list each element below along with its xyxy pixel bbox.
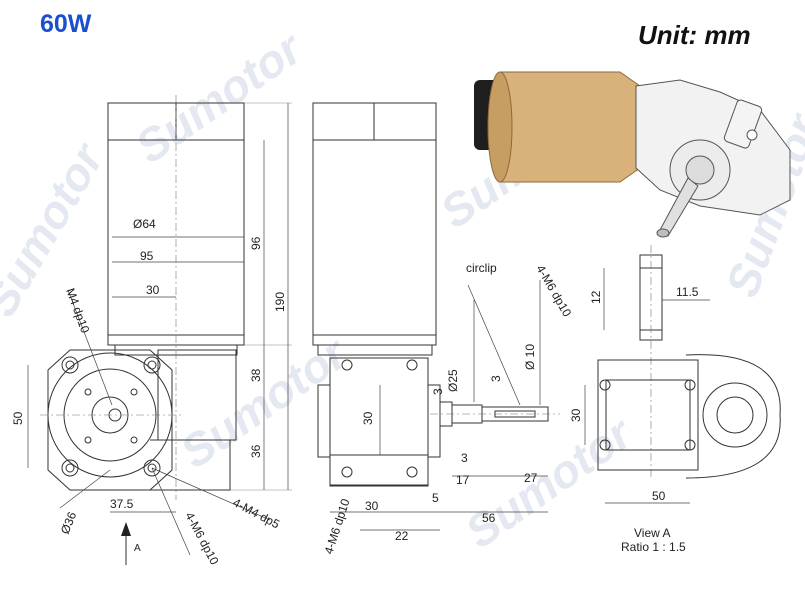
view-a: 12 11.5 30 50 View A Ratio 1 : 1.5 [569, 245, 781, 554]
watermark-1: Sumotor [126, 21, 312, 173]
side-dim-5: 5 [432, 491, 439, 505]
side-dim-30v: 30 [361, 411, 375, 425]
side-dim-30h: 30 [365, 499, 379, 513]
front-dim-95: 95 [140, 249, 154, 263]
view-a-title: View A [634, 526, 670, 540]
front-label-m4-dp10: M4 dp10 [63, 286, 92, 335]
front-dim-37-5: 37.5 [110, 497, 134, 511]
view-a-ratio: Ratio 1 : 1.5 [621, 540, 686, 554]
side-dim-17: 17 [456, 473, 470, 487]
render-output-shaft [659, 177, 699, 237]
side-label-m6-dp10-bottom: 4-M6 dp10 [322, 497, 353, 556]
front-dim-96: 96 [249, 236, 263, 250]
view-a-dim-50: 50 [652, 489, 666, 503]
front-dim-190: 190 [273, 292, 287, 312]
front-dim-dia36: Ø36 [58, 510, 80, 537]
side-dim-27: 27 [524, 471, 538, 485]
view-a-dim-11-5: 11.5 [676, 285, 699, 299]
front-label-m4-dp5: 4-M4 dp5 [231, 495, 283, 531]
side-dim-dia25: Ø25 [446, 369, 460, 392]
side-dim-56: 56 [482, 511, 496, 525]
unit-label: Unit: mm [638, 20, 751, 50]
side-dim-22: 22 [395, 529, 409, 543]
motor-can-body [494, 71, 641, 183]
view-a-dim-30: 30 [569, 408, 583, 422]
view-a-motor-face [685, 354, 781, 479]
front-dim-dia64: Ø64 [133, 217, 156, 231]
view-a-gearbox [597, 359, 699, 471]
side-dim-dia10: Ø 10 [523, 344, 537, 370]
watermark-4: Sumotor [0, 133, 114, 325]
side-dim-3c: 3 [461, 451, 468, 465]
power-title: 60W [40, 10, 92, 38]
side-dim-3a: 3 [489, 375, 503, 382]
view-a-dim-12: 12 [589, 290, 603, 304]
side-dim-3b: 3 [431, 388, 445, 395]
front-dim-38: 38 [249, 368, 263, 382]
watermark-5: Sumotor [456, 406, 642, 558]
view-a-shaft [639, 254, 663, 341]
motor-3d-render [474, 71, 791, 238]
circlip-label: circlip [466, 261, 497, 275]
front-dim-30: 30 [146, 283, 160, 297]
front-gearbox-flange [47, 349, 173, 491]
side-label-m6-dp10-top: 4-M6 dp10 [533, 263, 574, 320]
front-dim-36: 36 [249, 444, 263, 458]
arrow-a-label: A [134, 543, 141, 554]
front-dim-50: 50 [11, 411, 25, 425]
front-label-m6-dp10: 4-M6 dp10 [182, 510, 221, 568]
